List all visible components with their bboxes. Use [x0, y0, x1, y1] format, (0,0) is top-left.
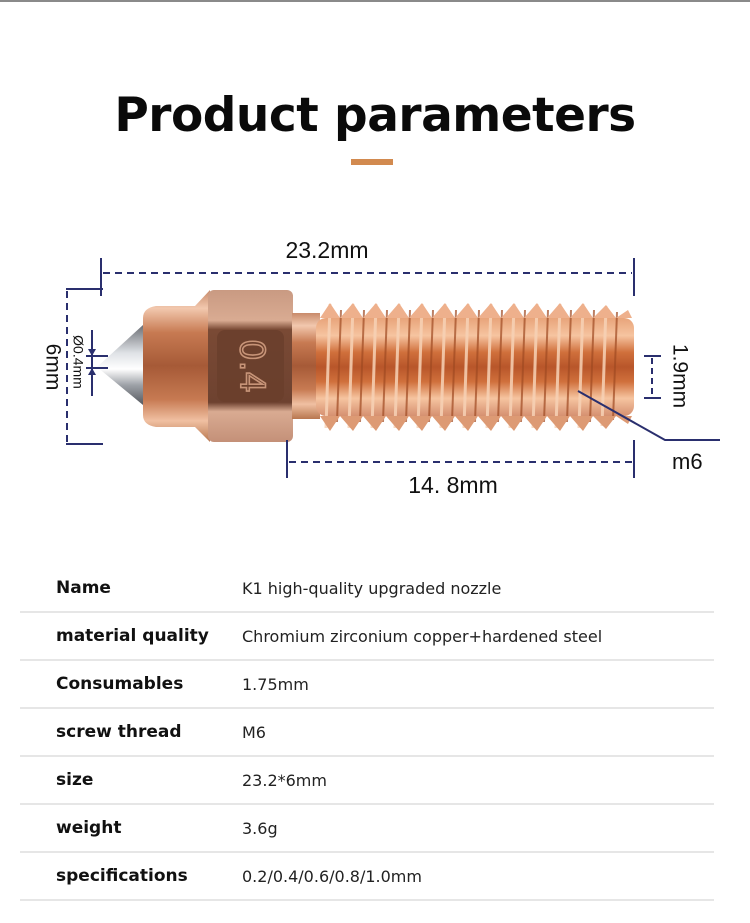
- nozzle-dimension-diagram: 0.4: [0, 220, 750, 510]
- table-row: screw thread M6: [20, 708, 714, 757]
- nozzle-hole-label: Ø0.4mm: [70, 335, 86, 389]
- param-value: 0.2/0.4/0.6/0.8/1.0mm: [242, 852, 714, 901]
- param-value: 23.2*6mm: [242, 756, 714, 805]
- param-key: material quality: [20, 612, 242, 661]
- param-key: Name: [20, 565, 242, 613]
- param-key: specifications: [20, 852, 242, 901]
- param-value: 3.6g: [242, 804, 714, 853]
- nozzle-thread: [316, 303, 634, 431]
- inner-bore-label: 1.9mm: [668, 344, 691, 408]
- param-value: M6: [242, 708, 714, 757]
- param-key: Consumables: [20, 660, 242, 709]
- param-value: 1.75mm: [242, 660, 714, 709]
- table-row: weight 3.6g: [20, 804, 714, 853]
- table-row: Name K1 high-quality upgraded nozzle: [20, 565, 714, 613]
- table-row: Consumables 1.75mm: [20, 660, 714, 709]
- table-row: specifications 0.2/0.4/0.6/0.8/1.0mm: [20, 852, 714, 901]
- hex-marking: 0.4: [232, 339, 272, 393]
- param-key: screw thread: [20, 708, 242, 757]
- dimension-lines: [66, 258, 720, 478]
- title-accent-bar: [351, 159, 393, 165]
- parameters-table: Name K1 high-quality upgraded nozzle mat…: [20, 565, 714, 901]
- diameter-label: 6mm: [41, 344, 64, 391]
- page-title: Product parameters: [114, 88, 636, 143]
- top-border: [0, 0, 750, 2]
- table-row: material quality Chromium zirconium copp…: [20, 612, 714, 661]
- nozzle-tip: [97, 325, 143, 405]
- param-value: K1 high-quality upgraded nozzle: [242, 565, 714, 613]
- thread-spec-label: m6: [672, 449, 703, 474]
- table-row: size 23.2*6mm: [20, 756, 714, 805]
- nozzle-hex: 0.4: [208, 290, 293, 442]
- thread-length-label: 14. 8mm: [408, 472, 497, 498]
- param-value: Chromium zirconium copper+hardened steel: [242, 612, 714, 661]
- param-key: size: [20, 756, 242, 805]
- nozzle-neck: [292, 313, 320, 419]
- param-key: weight: [20, 804, 242, 853]
- nozzle-collar: [143, 290, 210, 442]
- total-length-label: 23.2mm: [285, 237, 368, 263]
